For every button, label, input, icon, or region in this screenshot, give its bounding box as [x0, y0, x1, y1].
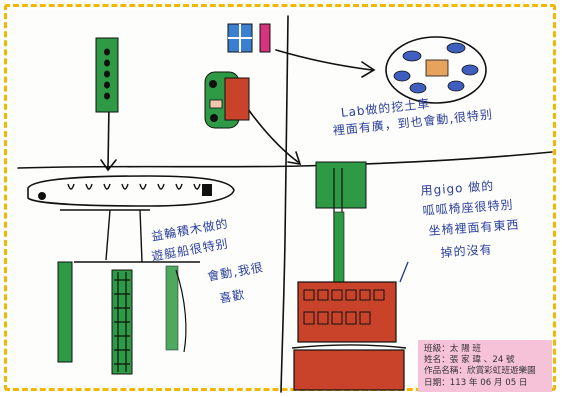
boat-drawing — [27, 175, 235, 263]
horizontal-divider-line — [17, 151, 553, 169]
arrow-diagonal-head — [287, 151, 302, 166]
excavator-oval-drawing — [385, 36, 487, 104]
green-pillars-drawing — [57, 261, 187, 375]
title-line: 作品名稱：欣賞彩虹班遊樂園 — [424, 366, 536, 377]
name-line: 姓名：張 家 瑋 、24 號 — [424, 355, 515, 366]
rocking-ride-drawing — [291, 161, 409, 391]
blue-window-drawing — [227, 23, 271, 53]
arrow-right-head — [361, 61, 376, 78]
class-line: 班級：太 陽 班 — [424, 344, 482, 354]
dashed-border — [4, 4, 556, 391]
date-line: 日期：113 年 06 月 05 日 — [424, 377, 528, 388]
caption-bottom-right-line-4: 掉的沒有 — [440, 242, 494, 260]
vertical-divider-line — [280, 15, 289, 393]
arrow-down-head — [100, 159, 117, 172]
green-red-figure-drawing — [204, 71, 250, 129]
green-tower-drawing — [95, 37, 119, 113]
artwork-label-card: 班級：太 陽 班 姓名：張 家 瑋 、24 號 作品名稱：欣賞彩虹班遊樂園 日期… — [418, 340, 552, 392]
arrow-right-line — [275, 49, 373, 71]
